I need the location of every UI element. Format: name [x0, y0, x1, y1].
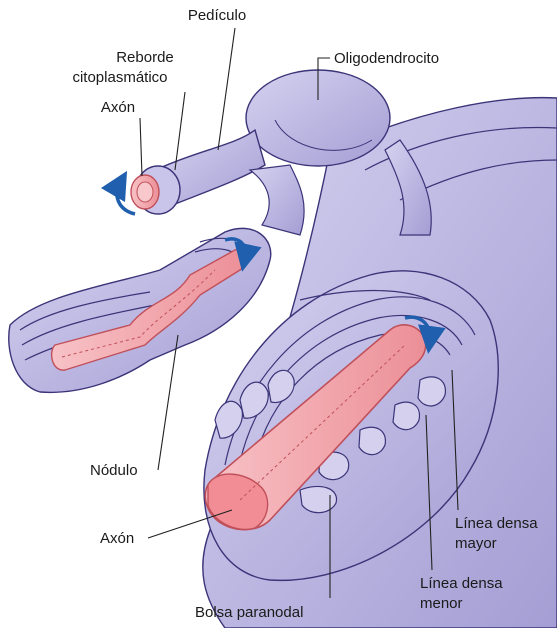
label-linea-mayor-line1: Línea densa	[455, 515, 538, 532]
label-linea-mayor-line2: mayor	[455, 535, 497, 552]
label-pediculo: Pedículo	[188, 7, 246, 24]
middle-process	[250, 165, 304, 235]
label-reborde-line2: citoplasmático	[72, 69, 167, 86]
axon-small-core	[137, 182, 153, 202]
label-bolsa-paranodal: Bolsa paranodal	[195, 604, 303, 621]
leader-pediculo	[218, 28, 235, 150]
label-axon-top: Axón	[101, 99, 135, 116]
leader-axon-top	[140, 118, 142, 176]
label-nodulo: Nódulo	[90, 462, 138, 479]
label-linea-menor-line1: Línea densa	[420, 575, 503, 592]
label-linea-menor-line2: menor	[420, 595, 463, 612]
label-reborde-line1: Reborde	[116, 49, 174, 66]
label-axon-bottom: Axón	[100, 530, 134, 547]
label-oligodendrocito: Oligodendrocito	[334, 50, 439, 67]
